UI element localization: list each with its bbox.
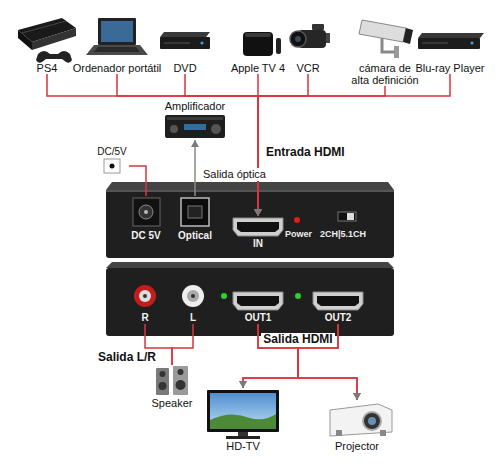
camcorder-icon [290,24,330,48]
device-box: cámara de alta definición [349,6,421,86]
node-label: IN [253,238,263,250]
amplifier-box: Amplificador [155,100,235,140]
flow-label: Salida óptica [201,168,268,181]
device-box: Apple TV 4 [229,6,288,74]
port-box: OUT1 [230,290,286,324]
node-label: cámara de alta definición [349,62,421,86]
port-box: DC 5V [126,196,166,242]
port-box: Optical [173,196,217,242]
device-box: VCR [288,6,328,74]
connector-line [194,140,196,196]
device-box: DVD [165,6,205,74]
arrow-head [239,381,247,388]
node-label: OUT2 [325,312,352,324]
arrow-head [254,209,262,216]
dvd-player-icon [160,32,210,49]
node-label: Optical [178,230,212,242]
connector-line [129,166,146,196]
node-label: PS4 [37,62,58,74]
port-box: OUT2 [310,290,366,324]
panel-label: 2CH|5.1CH [320,229,366,240]
laptop-icon [86,18,148,55]
connector-line [258,74,450,216]
node-label: DVD [173,62,196,74]
arrow-head [254,209,262,216]
connector-line [258,86,385,216]
flow-label: Salida HDMI [261,333,334,346]
node-label: DC 5V [131,230,160,242]
speaker-icon [156,366,188,395]
device-box: PS4 [27,6,67,74]
node-label: R [141,312,148,324]
amplifier-icon [165,115,225,138]
arrow-head [254,209,262,216]
apple-tv-icon [243,32,281,56]
connector-line [185,74,258,216]
node-label: L [190,312,196,324]
connector-line [117,74,258,216]
projector-box: Projector [322,400,392,452]
splitter-back-panel [106,262,394,336]
connector-line [258,324,357,400]
node-label: Ordenador portátil [73,62,162,74]
flow-label: Entrada HDMI [264,146,347,159]
node-label: Amplificador [165,100,226,112]
arrow-head [254,209,262,216]
node-label: Projector [335,440,379,452]
speaker-box: Speaker [147,365,197,409]
node-label: HD-TV [226,440,260,452]
node-label: Apple TV 4 [231,62,285,74]
flow-label: Salida L/R [96,351,158,364]
panel-label: Power [285,229,312,240]
arrow-head [254,209,262,216]
tv-box: HD-TV [206,388,280,452]
device-box: Blu-ray Player [412,6,488,74]
splitter-front-panel [106,182,394,258]
node-label: Speaker [152,397,193,409]
ps4-icon [18,18,76,63]
security-camera-icon [359,20,413,58]
node-label: DC/5V [97,146,126,158]
dc-adapter-icon [104,159,120,173]
port-box: L [180,282,206,324]
arrow-head [239,381,247,388]
device-box: Ordenador portátil [71,6,164,74]
arrow-head [254,209,262,216]
node-label: Blu-ray Player [415,62,484,74]
arrow-head [191,140,199,147]
tv-icon [207,390,279,439]
bluray-player-icon [418,33,484,49]
port-box: R [132,282,158,324]
arrow-head [254,209,262,216]
port-box: IN [230,216,286,250]
arrow-head [353,393,361,400]
connector-line [47,74,258,216]
node-label: OUT1 [245,312,272,324]
arrow-head [353,393,361,400]
projector-icon [330,404,392,436]
connector-line [172,324,193,365]
power-adapter-box: DC/5V [95,146,129,174]
node-label: VCR [296,62,319,74]
